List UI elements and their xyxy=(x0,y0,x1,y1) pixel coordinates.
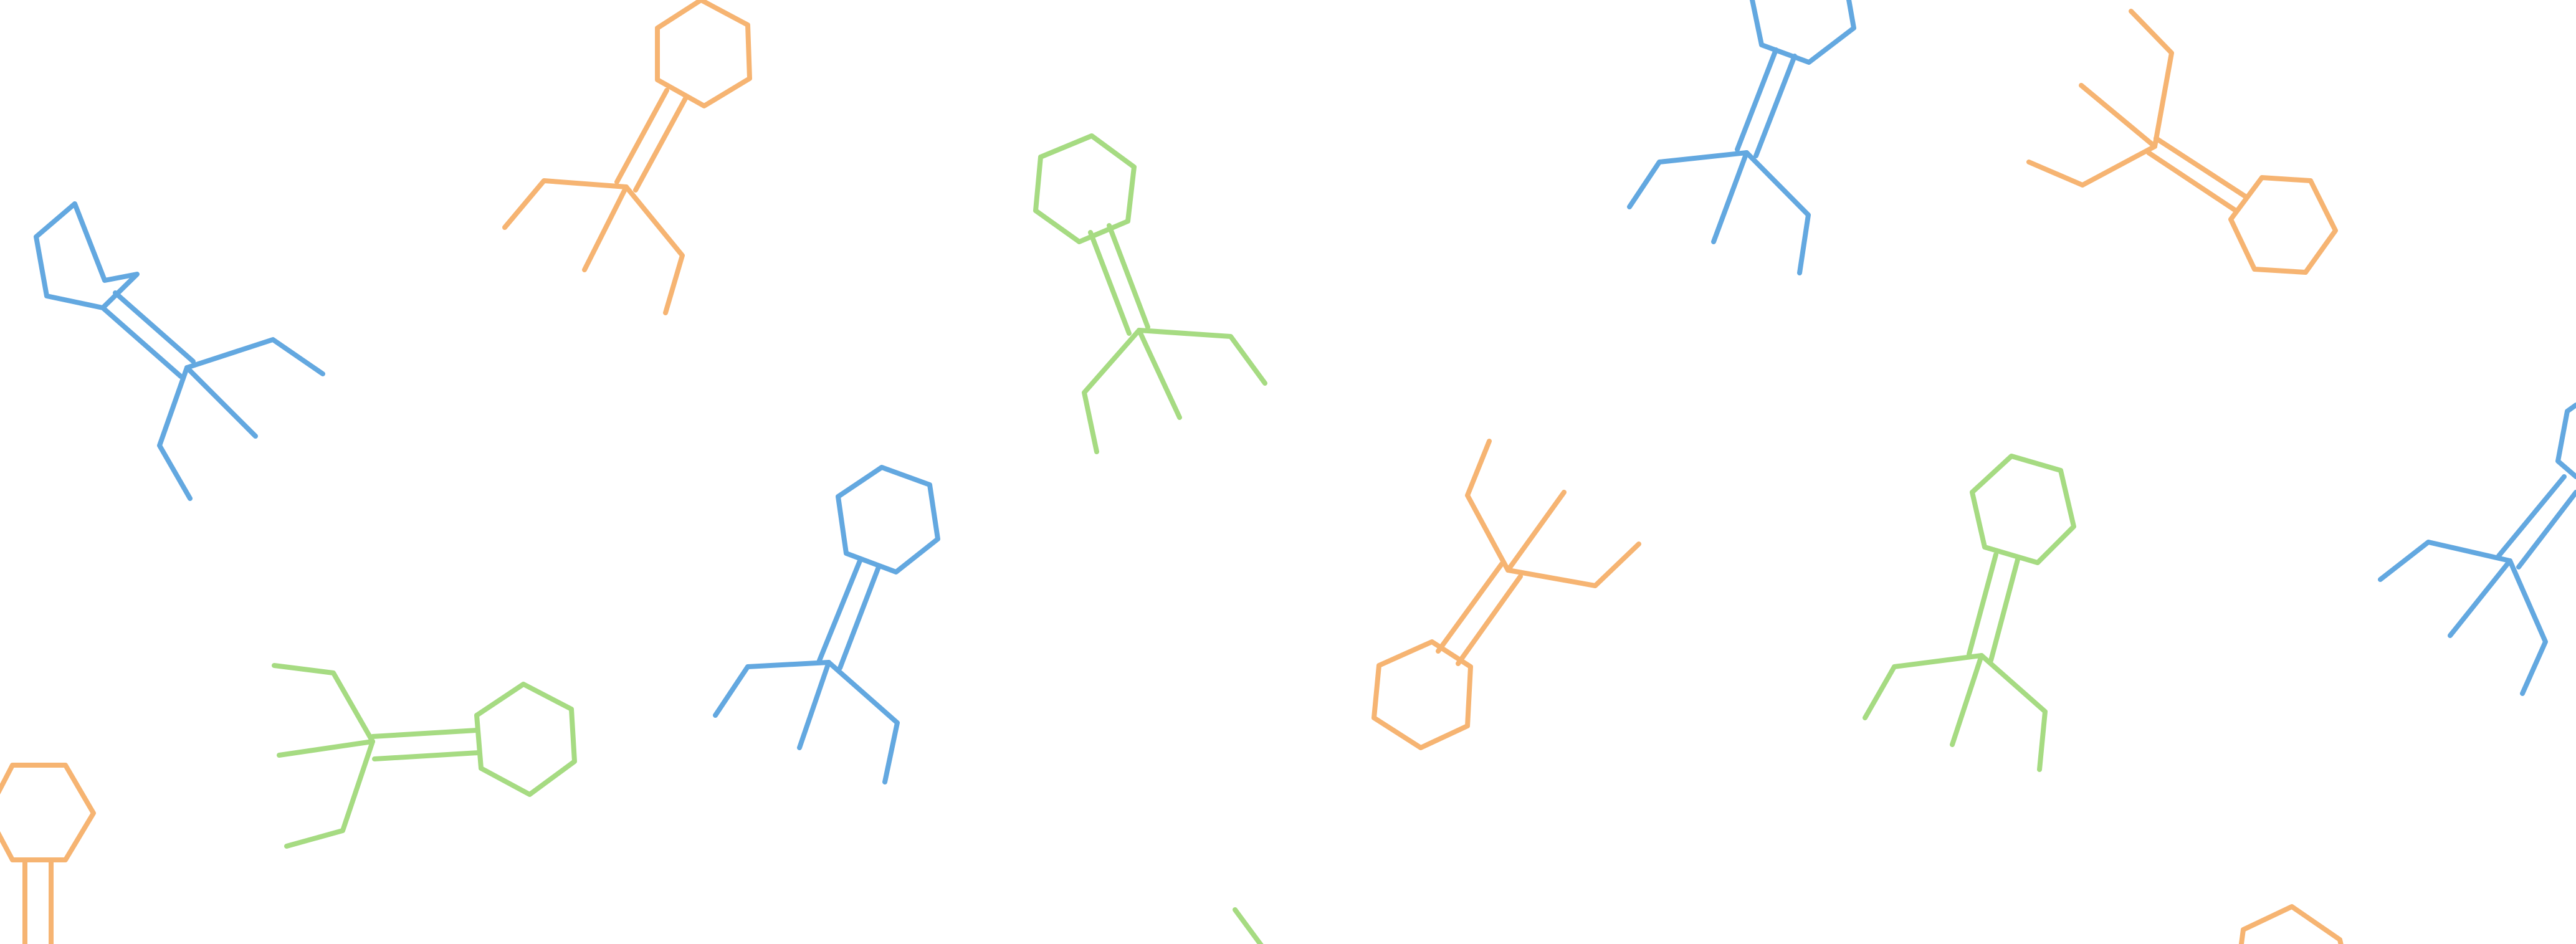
molecule-orange-5 xyxy=(2238,904,2344,944)
molecule-blue-1 xyxy=(34,201,325,501)
molecule-blue-3 xyxy=(713,465,940,784)
molecule-orange-4 xyxy=(0,763,96,944)
molecule-blue-2 xyxy=(1627,0,1856,275)
molecule-green-3 xyxy=(1863,454,2076,772)
molecule-green-4 xyxy=(1233,907,1264,944)
molecule-orange-2 xyxy=(2026,9,2338,275)
molecule-green-1 xyxy=(1033,133,1267,454)
molecule-green-2 xyxy=(272,663,577,849)
molecule-blue-4 xyxy=(2378,403,2576,696)
molecule-orange-3 xyxy=(1371,439,1641,750)
molecule-orange-1 xyxy=(502,0,752,315)
